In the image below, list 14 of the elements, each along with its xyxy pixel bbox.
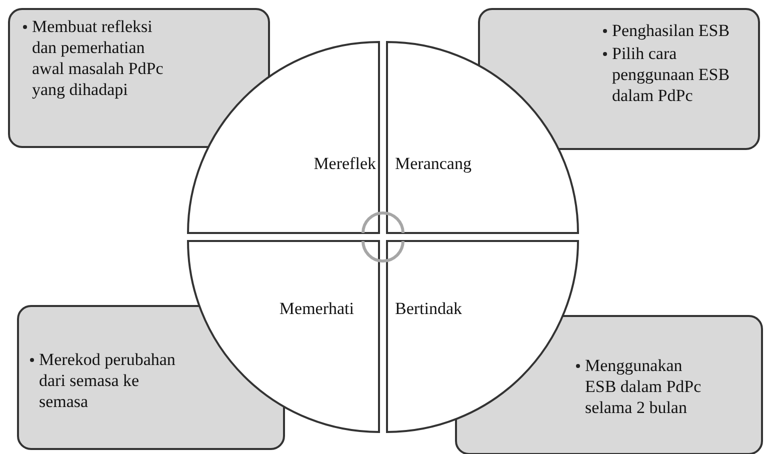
bullet-text: Menggunakan ESB dalam PdPc selama 2 bulan xyxy=(585,356,702,417)
bullet-text: Membuat refleksi dan pemerhatian awal masalah PdPc yang dihadapi xyxy=(32,17,164,99)
quadrant-label: Memerhati xyxy=(279,299,354,319)
bullet-text: Merekod perubahan dari semasa ke semasa xyxy=(39,350,176,411)
bullet-text: Penghasilan ESB xyxy=(612,21,730,40)
quadrant-label: Bertindak xyxy=(395,299,462,319)
quadrant-segment xyxy=(188,42,379,233)
quadrant-segment xyxy=(188,241,379,432)
quadrant-segment xyxy=(387,42,578,233)
quadrant-segment xyxy=(387,241,578,432)
bullet-text: Pilih cara penggunaan ESB dalam PdPc xyxy=(612,44,730,105)
text-box xyxy=(8,8,270,148)
quadrant-label: Mereflek xyxy=(314,154,376,174)
quadrant-label: Merancang xyxy=(395,154,472,174)
